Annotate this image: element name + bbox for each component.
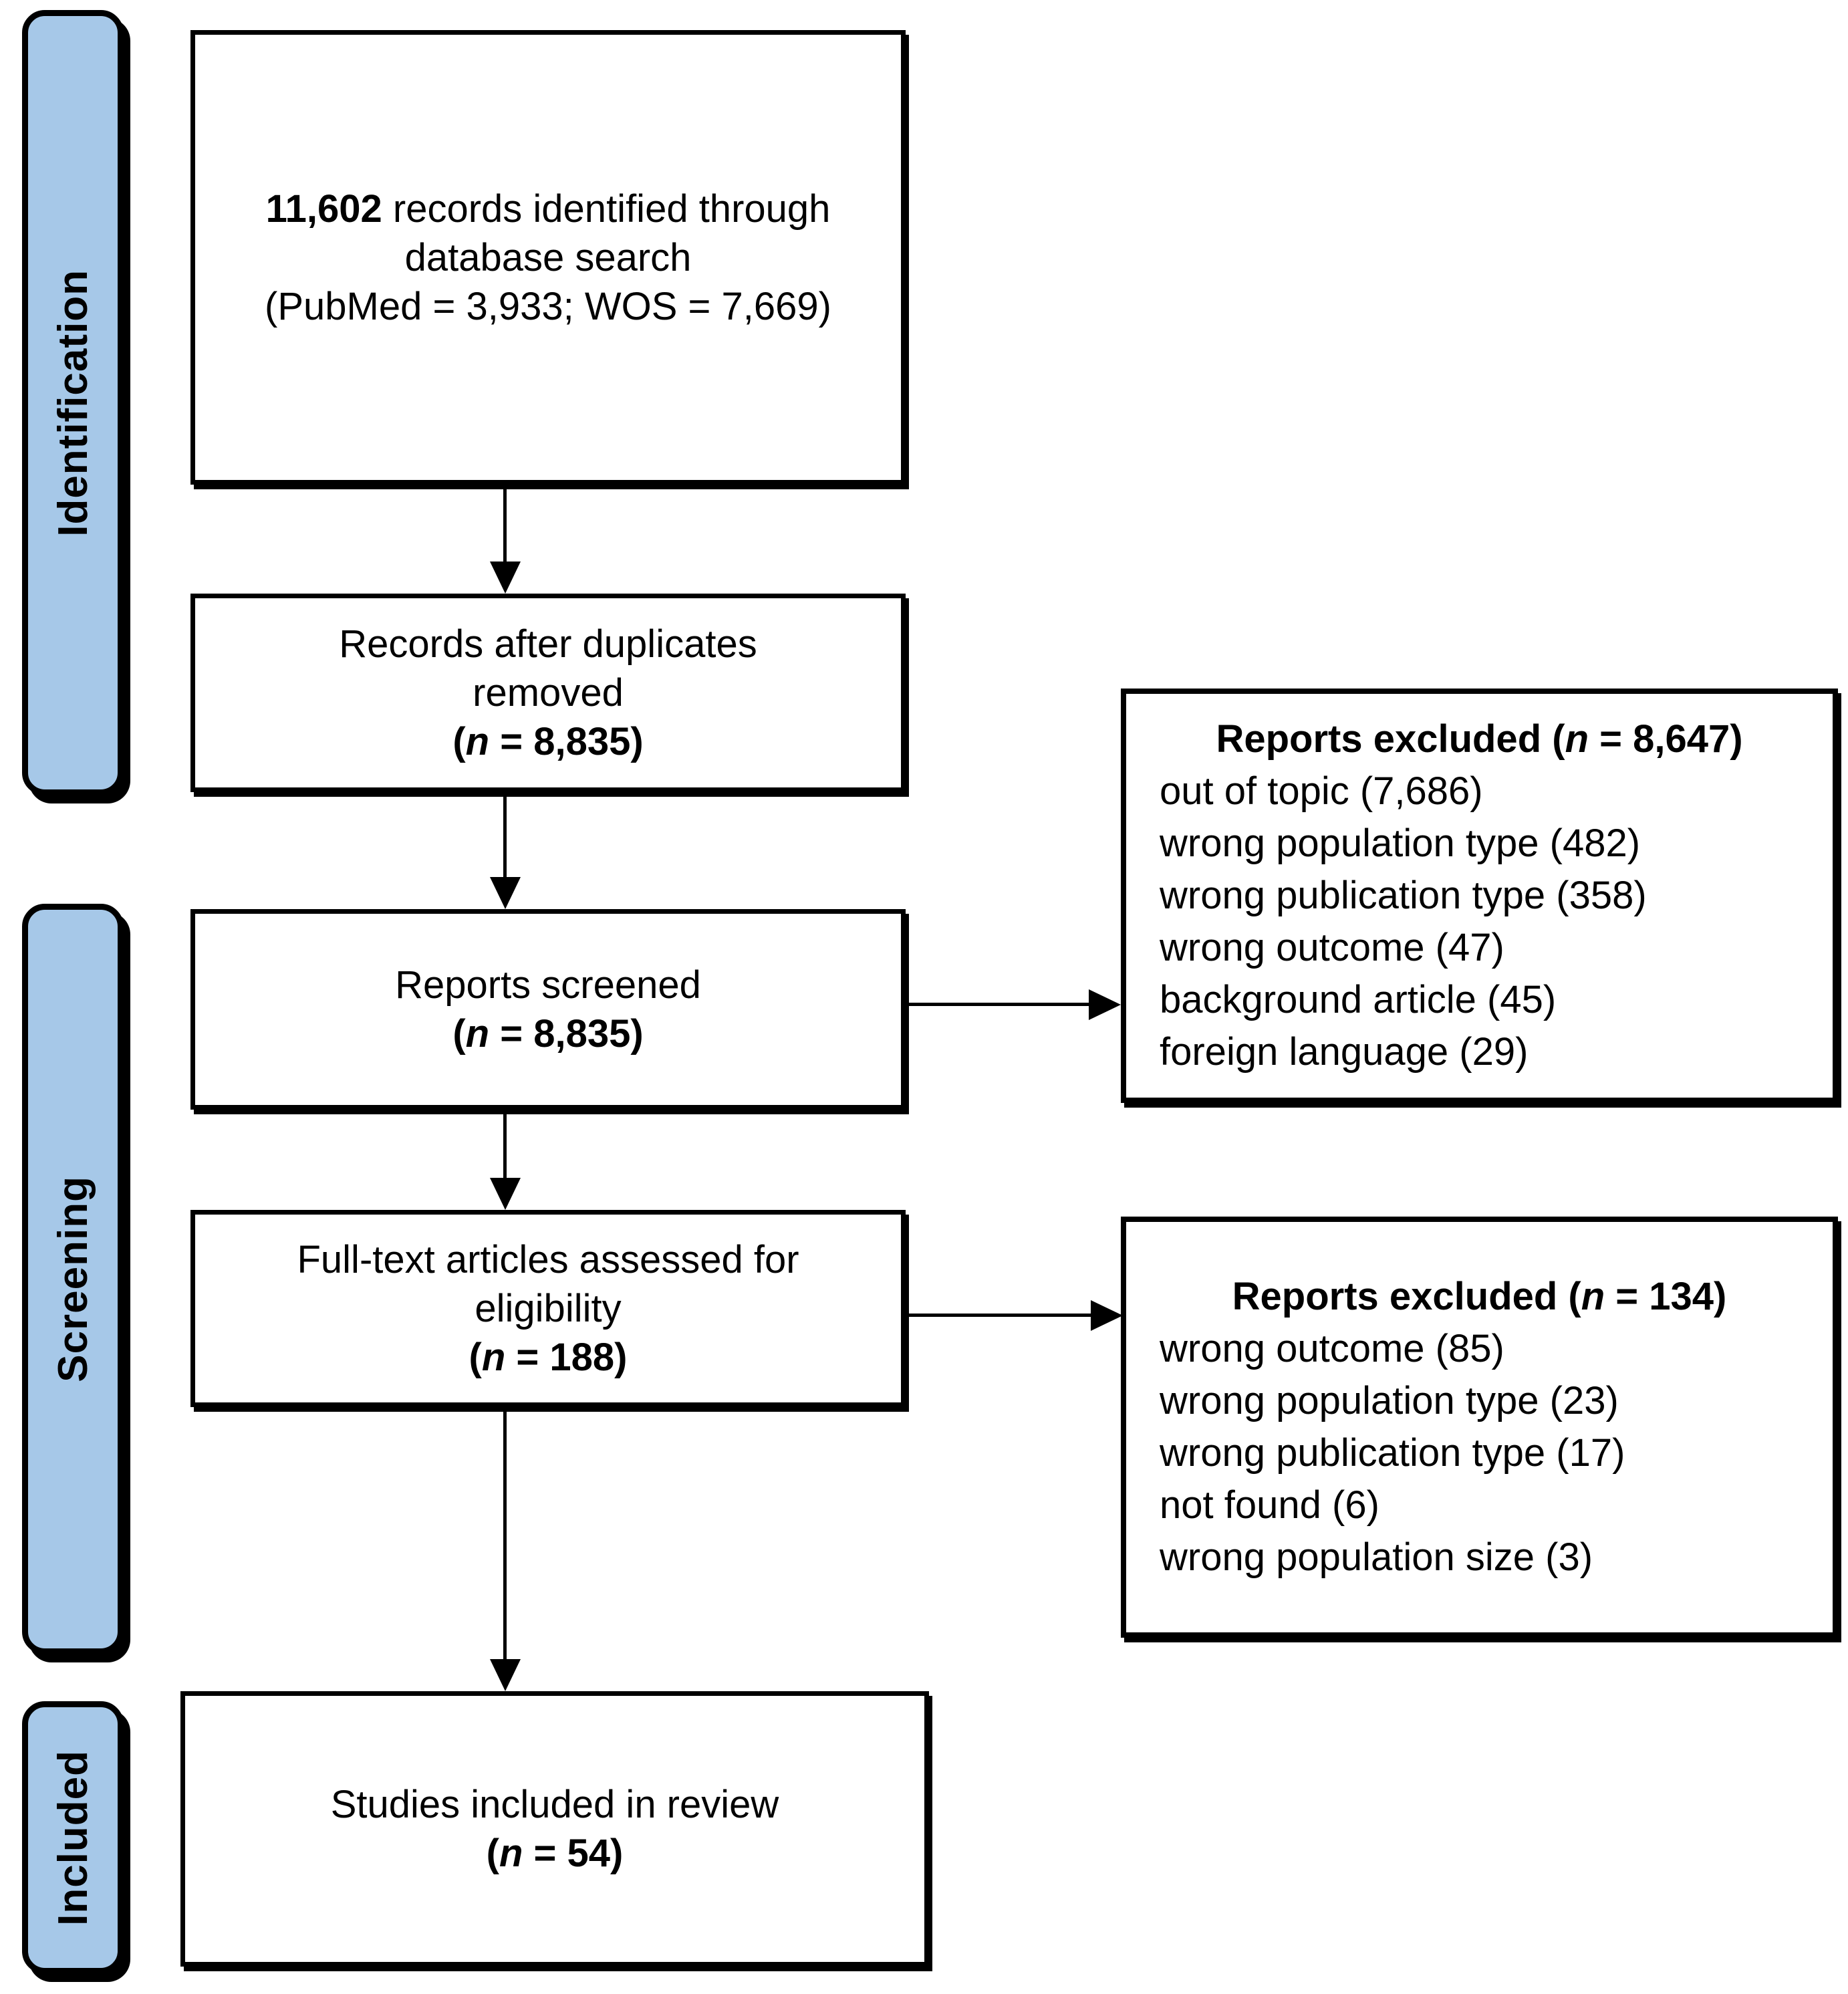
exclusion-fulltext-title: Reports excluded (n = 134): [1232, 1275, 1727, 1318]
stage-label-included: Included: [49, 1749, 96, 1926]
records-identified-line-1: 11,602 records identified through: [265, 186, 831, 231]
exclusion-item: wrong outcome (85): [1160, 1327, 1504, 1370]
arrow-duplicates-to-screened-head-icon: [490, 877, 521, 909]
arrow-fulltext-to-included-stem: [503, 1407, 507, 1659]
flow-box-records-identified: 11,602 records identified through databa…: [190, 30, 906, 485]
arrow-screened-to-fulltext-head-icon: [490, 1178, 521, 1210]
arrow-fulltext-to-excluded-head-icon: [1091, 1300, 1123, 1331]
exclusion-item: wrong publication type (358): [1160, 874, 1647, 917]
arrow-screened-to-fulltext-stem: [503, 1110, 507, 1178]
duplicates-removed-line-1: Records after duplicates: [339, 622, 757, 666]
arrow-identified-to-duplicates-head-icon: [490, 562, 521, 594]
duplicates-removed-line-2: removed: [473, 671, 624, 715]
fulltext-assessed-count: (n = 188): [469, 1336, 628, 1379]
stage-box-included: Included: [22, 1701, 124, 1974]
exclusion-item: foreign language (29): [1160, 1030, 1529, 1074]
studies-included-line-1: Studies included in review: [330, 1783, 779, 1826]
stage-box-identification: Identification: [22, 10, 124, 795]
exclusion-box-screening: Reports excluded (n = 8,647) out of topi…: [1121, 689, 1838, 1103]
exclusion-box-fulltext: Reports excluded (n = 134) wrong outcome…: [1121, 1217, 1838, 1638]
arrow-fulltext-to-included-head-icon: [490, 1659, 521, 1691]
exclusion-item: wrong outcome (47): [1160, 926, 1504, 969]
flow-box-reports-screened: Reports screened (n = 8,835): [190, 909, 906, 1110]
exclusion-item: wrong publication type (17): [1160, 1431, 1625, 1475]
exclusion-item: background article (45): [1160, 978, 1557, 1021]
exclusion-screening-title: Reports excluded (n = 8,647): [1216, 717, 1743, 761]
arrow-duplicates-to-screened-stem: [503, 792, 507, 877]
fulltext-assessed-line-2: eligibility: [475, 1287, 622, 1330]
fulltext-assessed-line-1: Full-text articles assessed for: [297, 1238, 799, 1281]
stage-label-identification: Identification: [49, 269, 96, 537]
duplicates-removed-count: (n = 8,835): [452, 720, 644, 763]
records-identified-line-3: (PubMed = 3,933; WOS = 7,669): [265, 284, 831, 328]
exclusion-item: wrong population type (482): [1160, 822, 1641, 865]
stage-label-screening: Screening: [49, 1176, 96, 1382]
flow-box-duplicates-removed: Records after duplicates removed (n = 8,…: [190, 594, 906, 792]
reports-screened-line-1: Reports screened: [395, 963, 701, 1007]
flow-box-studies-included: Studies included in review (n = 54): [180, 1691, 929, 1967]
exclusion-item: wrong population size (3): [1160, 1535, 1593, 1579]
flow-box-fulltext-assessed: Full-text articles assessed for eligibil…: [190, 1210, 906, 1407]
arrow-screened-to-excluded-head-icon: [1089, 989, 1121, 1020]
exclusion-item: not found (6): [1160, 1483, 1379, 1527]
arrow-screened-to-excluded-stem: [906, 1003, 1089, 1006]
reports-screened-count: (n = 8,835): [452, 1012, 644, 1055]
stage-box-screening: Screening: [22, 904, 124, 1654]
studies-included-count: (n = 54): [486, 1832, 624, 1875]
arrow-fulltext-to-excluded-stem: [907, 1314, 1091, 1317]
arrow-identified-to-duplicates-stem: [503, 485, 507, 562]
exclusion-item: out of topic (7,686): [1160, 769, 1483, 813]
records-identified-line-2: database search: [404, 235, 692, 279]
exclusion-item: wrong population type (23): [1160, 1379, 1619, 1422]
